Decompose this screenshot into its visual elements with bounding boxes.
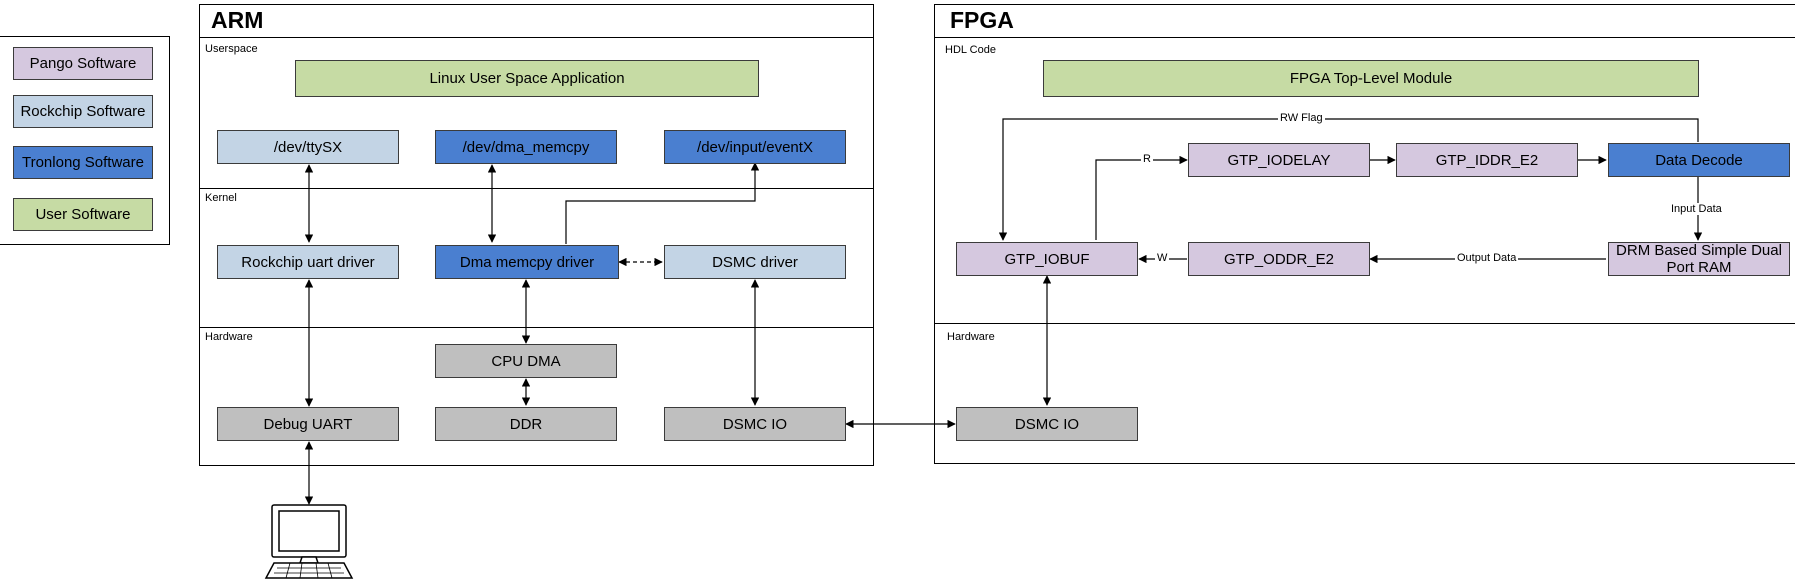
- desktop-computer-icon: [264, 504, 354, 579]
- legend-item-rockchip: Rockchip Software: [13, 95, 153, 128]
- wire-r: [1095, 155, 1188, 240]
- fpga-hardware-divider: [934, 323, 1795, 324]
- gtp-iddr-e2: GTP_IDDR_E2: [1396, 143, 1578, 177]
- arm-hardware-label: Hardware: [205, 331, 253, 343]
- w-label: W: [1155, 252, 1170, 264]
- arm-userspace-label: Userspace: [205, 43, 258, 55]
- fpga-panel: [934, 4, 1795, 464]
- fpga-top-level-module: FPGA Top-Level Module: [1043, 60, 1699, 97]
- legend-item-tronlong: Tronlong Software: [13, 146, 153, 179]
- cpu-dma: CPU DMA: [435, 344, 617, 378]
- rockchip-uart-driver: Rockchip uart driver: [217, 245, 399, 279]
- legend-item-pango: Pango Software: [13, 47, 153, 80]
- arm-hardware-divider: [199, 327, 874, 328]
- input-data-label: Input Data: [1669, 203, 1724, 215]
- arm-title: ARM: [211, 7, 264, 33]
- fpga-hardware-label: Hardware: [947, 331, 995, 343]
- fpga-hdl-label: HDL Code: [945, 44, 996, 56]
- wire-rw-flag: [998, 118, 1699, 241]
- dsmc-driver: DSMC driver: [664, 245, 846, 279]
- dev-input-eventx-node: /dev/input/eventX: [664, 130, 846, 164]
- gtp-iobuf: GTP_IOBUF: [956, 242, 1138, 276]
- fpga-title-divider: [934, 37, 1795, 38]
- fpga-title: FPGA: [950, 7, 1014, 33]
- dev-dma-memcpy-node: /dev/dma_memcpy: [435, 130, 617, 164]
- wire-dma-driver-eventx: [565, 162, 760, 244]
- dma-memcpy-driver: Dma memcpy driver: [435, 245, 619, 279]
- rw-flag-label: RW Flag: [1278, 112, 1325, 124]
- gtp-oddr-e2: GTP_ODDR_E2: [1188, 242, 1370, 276]
- dev-ttysx-node: /dev/ttySX: [217, 130, 399, 164]
- output-data-label: Output Data: [1455, 252, 1519, 264]
- arm-kernel-label: Kernel: [205, 192, 237, 204]
- legend-panel: [0, 36, 170, 245]
- debug-uart: Debug UART: [217, 407, 399, 441]
- r-label: R: [1141, 153, 1153, 165]
- arm-panel: [199, 4, 874, 466]
- linux-user-space-app: Linux User Space Application: [295, 60, 759, 97]
- gtp-iodelay: GTP_IODELAY: [1188, 143, 1370, 177]
- arm-title-divider: [199, 37, 874, 38]
- data-decode: Data Decode: [1608, 143, 1790, 177]
- ddr: DDR: [435, 407, 617, 441]
- drm-dual-port-ram: DRM Based Simple Dual Port RAM: [1608, 242, 1790, 276]
- fpga-dsmc-io: DSMC IO: [956, 407, 1138, 441]
- legend-item-user: User Software: [13, 198, 153, 231]
- arm-kernel-divider: [199, 188, 874, 189]
- arm-dsmc-io: DSMC IO: [664, 407, 846, 441]
